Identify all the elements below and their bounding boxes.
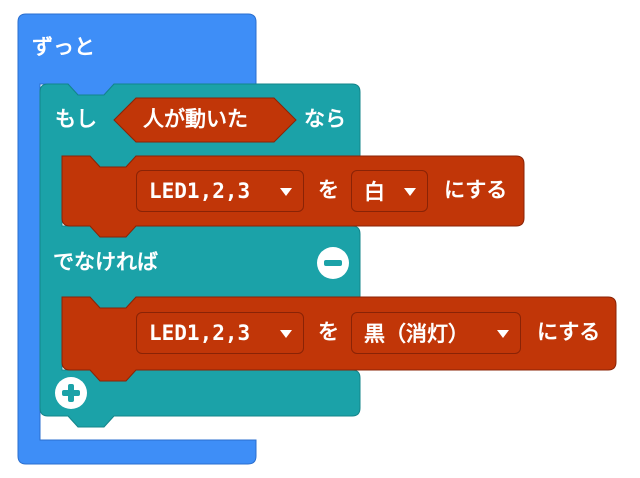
remove-else-button[interactable]	[317, 247, 349, 279]
then-particle-label: を	[318, 178, 339, 202]
else-label: でなければ	[53, 250, 158, 274]
then-value: 白	[364, 180, 385, 204]
condition-label: 人が動いた	[143, 107, 248, 131]
forever-label: ずっと	[32, 35, 95, 59]
if-label: もし	[55, 107, 97, 131]
minus-circle-icon	[324, 260, 342, 266]
then-value-dropdown[interactable]: 白	[351, 170, 428, 212]
else-value-dropdown[interactable]: 黒（消灯）	[351, 312, 521, 354]
chevron-down-icon	[404, 188, 416, 196]
chevron-down-icon	[280, 188, 292, 196]
else-target-dropdown[interactable]: LED1,2,3	[136, 312, 304, 354]
condition-hexagon-shape[interactable]	[113, 97, 297, 143]
then-suffix-label: にする	[444, 178, 508, 202]
chevron-down-icon	[280, 330, 292, 338]
else-target-value: LED1,2,3	[149, 321, 251, 345]
add-else-button[interactable]	[55, 377, 87, 409]
else-particle-label: を	[318, 320, 339, 344]
then-target-dropdown[interactable]: LED1,2,3	[136, 170, 304, 212]
then-label: なら	[304, 107, 346, 131]
else-suffix-label: にする	[537, 320, 601, 344]
then-target-value: LED1,2,3	[149, 179, 251, 203]
else-value: 黒（消灯）	[364, 322, 469, 346]
chevron-down-icon	[497, 330, 509, 338]
